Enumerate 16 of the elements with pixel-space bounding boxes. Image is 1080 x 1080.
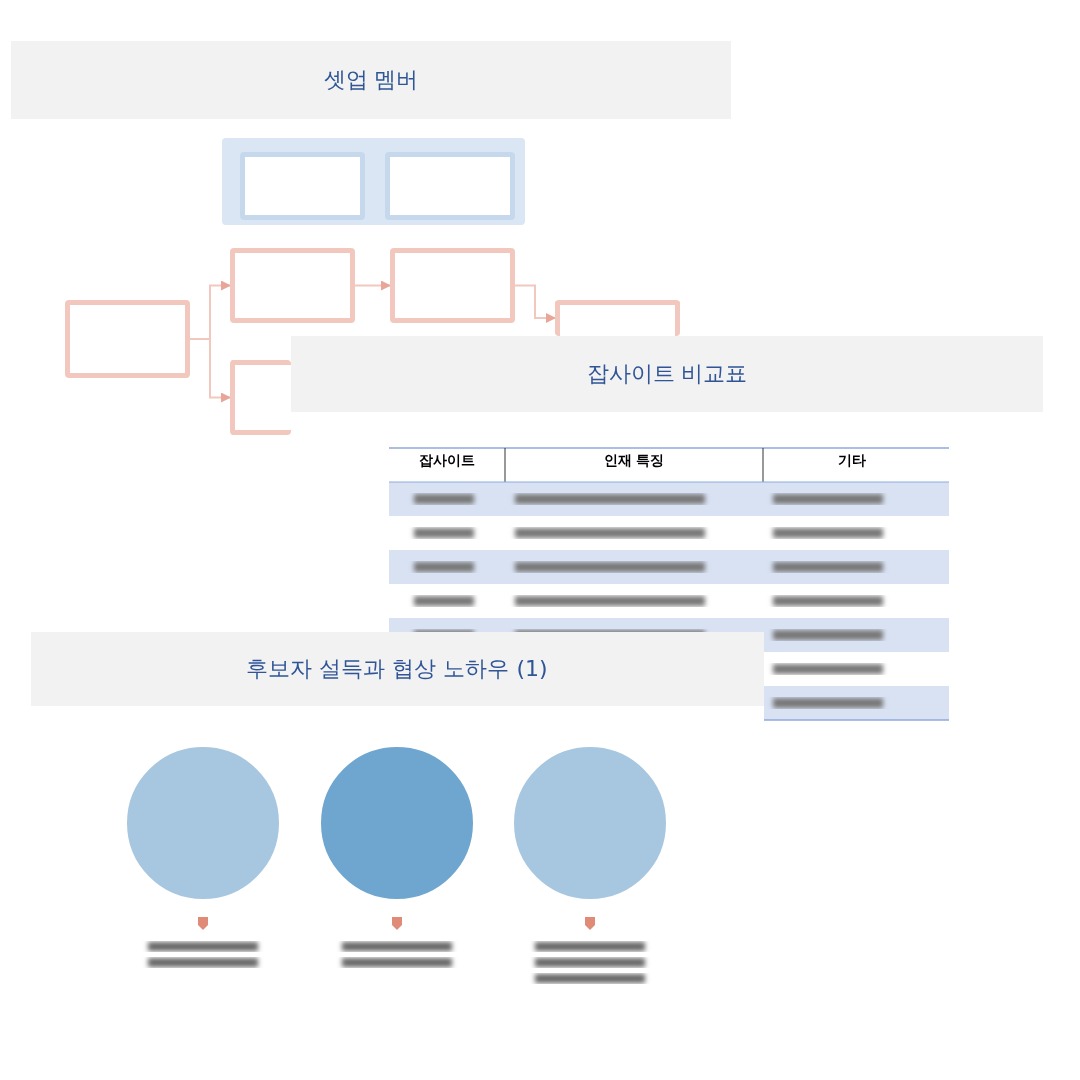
slide-title: 셋업 멤버 [323, 66, 419, 94]
process-box [65, 300, 190, 378]
slide-title: 후보자 설득과 협상 노하우 (1) [246, 655, 548, 683]
process-box [555, 300, 680, 336]
arrow [514, 284, 556, 323]
process-box [390, 248, 515, 323]
process-box [240, 152, 365, 220]
group-box [222, 138, 525, 225]
table-header: 기타 [838, 452, 866, 470]
slide-title: 잡사이트 비교표 [586, 360, 748, 388]
arrow [354, 280, 391, 291]
process-box [385, 152, 515, 220]
table-header: 잡사이트 [419, 452, 475, 470]
process-box [230, 360, 291, 435]
process-box [230, 248, 355, 323]
table-header: 인재 특징 [603, 452, 665, 470]
